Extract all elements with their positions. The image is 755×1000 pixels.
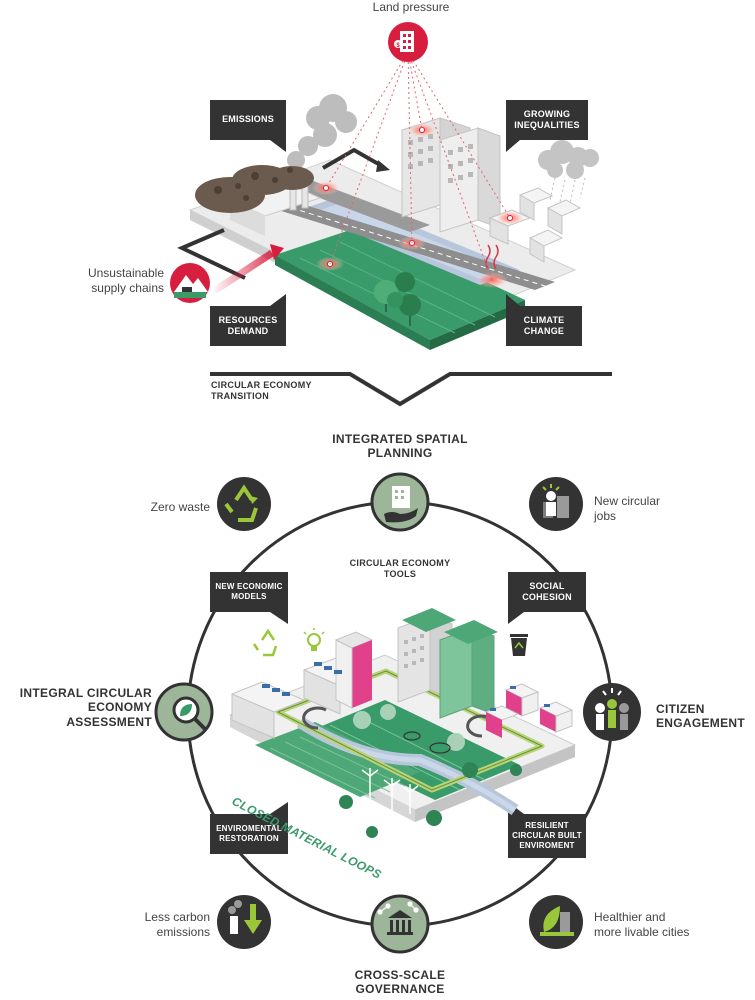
storm-cloud-icon bbox=[538, 140, 599, 179]
growing-inequalities-label: GROWING INEQUALITIES bbox=[514, 108, 580, 130]
healthier-cities-icon bbox=[529, 895, 583, 949]
resources-demand-label: RESOURCES DEMAND bbox=[218, 314, 278, 336]
citizen-engagement-label: CITIZEN ENGAGEMENT bbox=[656, 702, 746, 731]
pressure-lines bbox=[325, 51, 511, 281]
floating-bin-icon bbox=[510, 634, 528, 656]
top-label-boxes bbox=[210, 100, 588, 346]
land-pressure-icon: $ bbox=[388, 22, 428, 62]
healthier-cities-label: Healthier and more livable cities bbox=[594, 910, 690, 939]
floating-recycle-icon bbox=[252, 628, 278, 657]
skyscrapers bbox=[401, 117, 501, 233]
city-trees bbox=[339, 704, 522, 838]
circular-economy-tools-label: CIRCULAR ECONOMY TOOLS bbox=[349, 558, 451, 579]
enviromental-restoration-label: ENVIROMENTAL RESTORATION bbox=[216, 824, 282, 843]
transition-label: CIRCULAR ECONOMY TRANSITION bbox=[211, 380, 312, 401]
supply-chain-icon bbox=[170, 263, 210, 303]
flow-arrows bbox=[177, 147, 383, 280]
zero-waste-label: Zero waste bbox=[150, 500, 210, 514]
floating-bulb-icon bbox=[303, 628, 325, 651]
trees bbox=[374, 272, 421, 316]
social-cohesion-label: SOCIAL COHESION bbox=[522, 580, 572, 602]
waste-mounds bbox=[195, 165, 314, 213]
zero-waste-icon bbox=[217, 477, 271, 531]
top-scene: $ bbox=[170, 22, 599, 350]
new-jobs-icon bbox=[529, 477, 583, 531]
integrated-spatial-planning-label: INTEGRATED SPATIAL PLANNING bbox=[332, 432, 468, 461]
less-carbon-icon bbox=[217, 895, 271, 949]
cross-scale-governance-label: CROSS-SCALE GOVERNANCE bbox=[354, 968, 446, 997]
new-circular-jobs-label: New circular jobs bbox=[594, 494, 661, 523]
bottom-scene bbox=[154, 472, 641, 954]
city-left-buildings bbox=[230, 631, 374, 739]
less-carbon-emissions-label: Less carbon emissions bbox=[144, 910, 210, 939]
citizen-engagement-icon bbox=[583, 683, 641, 741]
svg-text:$: $ bbox=[396, 43, 400, 49]
climate-change-label: CLIMATE CHANGE bbox=[523, 314, 565, 336]
new-economic-models-label: NEW ECONOMIC MODELS bbox=[215, 582, 283, 601]
loop-arrows bbox=[302, 706, 491, 738]
inner-label-boxes bbox=[210, 572, 586, 858]
wind-turbines bbox=[361, 768, 419, 814]
unsustainable-supply-chains-label: Unsustainable supply chains bbox=[87, 266, 164, 295]
transition-arrow bbox=[210, 372, 612, 407]
land-pressure-label: Land pressure bbox=[372, 0, 450, 14]
assessment-magnifier-icon bbox=[154, 682, 214, 742]
heat-wave-icon bbox=[485, 244, 499, 270]
rain-icon bbox=[549, 177, 586, 205]
city-right-houses bbox=[484, 683, 574, 738]
smoke-icon bbox=[287, 94, 357, 169]
emissions-label: EMISSIONS bbox=[222, 114, 274, 125]
governance-icon bbox=[370, 894, 430, 954]
resilient-built-environment-label: RESILIENT CIRCULAR BUILT ENVIROMENT bbox=[512, 821, 582, 850]
city-towers bbox=[397, 608, 498, 719]
integral-assessment-label: INTEGRAL CIRCULAR ECONOMY ASSESSMENT bbox=[19, 686, 152, 729]
spatial-planning-icon bbox=[370, 472, 430, 532]
